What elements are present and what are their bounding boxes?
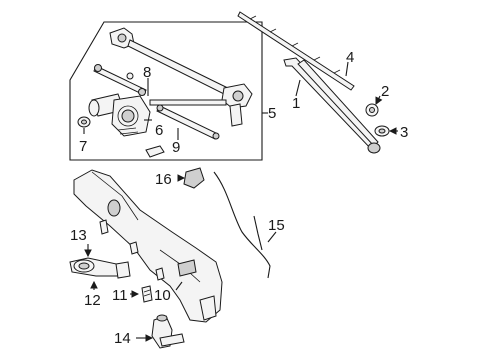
part-label-16: 16 — [155, 171, 172, 188]
wiper-linkage — [93, 27, 253, 158]
washer-pump — [151, 314, 185, 349]
part-label-12: 12 — [84, 292, 101, 309]
part-label-7: 7 — [79, 138, 87, 155]
part-label-4: 4 — [346, 49, 354, 66]
linkage-group-box — [69, 21, 268, 161]
part-label-14: 14 — [114, 330, 131, 347]
part-label-3: 3 — [400, 124, 408, 141]
wiper-motor — [88, 93, 151, 137]
part-label-1: 1 — [292, 95, 300, 112]
leader-lines — [83, 61, 398, 342]
grommet — [77, 116, 91, 128]
arm-nut — [365, 103, 379, 117]
part-label-15: 15 — [268, 217, 285, 234]
part-label-10: 10 — [154, 287, 171, 304]
filler-neck — [69, 257, 131, 279]
washer-hose — [213, 171, 271, 279]
reservoir-clip — [141, 285, 153, 303]
part-label-9: 9 — [172, 139, 180, 156]
pivot-washer — [374, 125, 390, 137]
part-label-2: 2 — [381, 83, 389, 100]
wiper-arm — [283, 57, 381, 154]
wiper-blade — [237, 11, 355, 91]
part-labels: 1 2 3 4 5 6 7 8 9 10 11 12 13 14 15 16 — [70, 49, 408, 347]
washer-nozzle — [183, 167, 205, 189]
part-label-5: 5 — [268, 105, 276, 122]
part-label-6: 6 — [155, 122, 163, 139]
part-label-11: 11 — [112, 287, 128, 304]
part-label-13: 13 — [70, 227, 87, 244]
part-label-8: 8 — [143, 64, 151, 81]
washer-reservoir — [73, 169, 223, 323]
